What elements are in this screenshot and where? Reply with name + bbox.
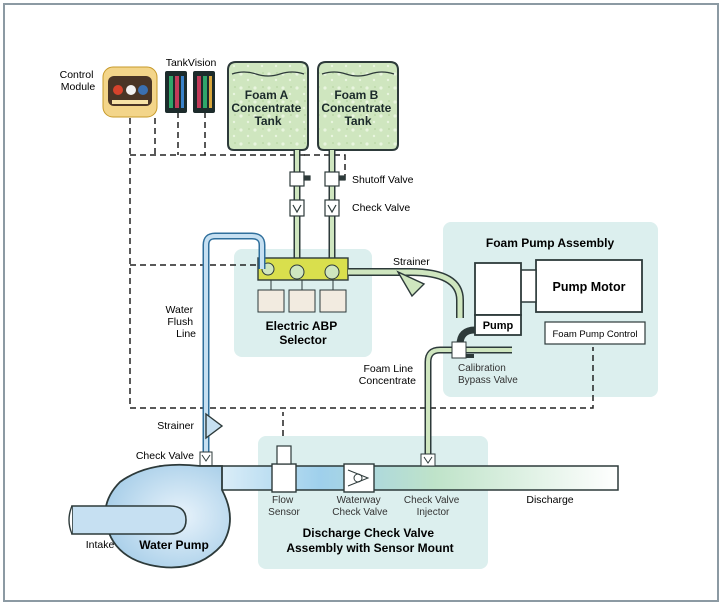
discharge-assembly-label: Discharge Check Valve Assembly with Sens… (286, 526, 453, 555)
calibration-bypass-valve (451, 341, 474, 359)
intake-label: Intake (86, 539, 115, 551)
strainer-right (396, 270, 426, 298)
foam-pump (474, 262, 522, 336)
calibration-bypass-valve-label: Calibration Bypass Valve (458, 363, 518, 386)
shutoff-valve (289, 171, 346, 187)
foam-line-concentrate-label: Foam Line Concentrate (359, 363, 416, 387)
control-module (102, 66, 158, 118)
water-flush-line (202, 232, 266, 455)
foam-pump-control-label: Foam Pump Control (552, 329, 637, 340)
flow-sensor-label: Flow Sensor (268, 495, 300, 518)
shutoff-valve-label: Shutoff Valve (352, 174, 414, 186)
pump-motor (519, 259, 643, 313)
check-valve-injector (420, 453, 436, 467)
foam-line-to-pump (348, 268, 464, 318)
foam-pump-control (544, 321, 646, 345)
water-pump (68, 463, 231, 569)
control-wiring (129, 112, 594, 436)
discharge-pipe (159, 465, 619, 491)
foam-b-tank (317, 61, 399, 151)
foam-pump-assembly-title: Foam Pump Assembly (486, 236, 615, 250)
water-flush-line-label: Water Flush Line (165, 304, 196, 340)
waterway-check-valve (343, 463, 375, 493)
foam-b-tank-label: Foam B Concentrate Tank (321, 88, 394, 128)
flow-sensor (271, 445, 297, 493)
foam-a-tank-label: Foam A Concentrate Tank (231, 88, 304, 128)
discharge-label: Discharge (526, 494, 573, 506)
foam-a-tank (227, 61, 309, 151)
tankvision-label: TankVision (166, 57, 217, 69)
check-valve-top-label: Check Valve (352, 202, 410, 214)
strainer-left (205, 412, 224, 440)
pump-label: Pump (483, 320, 514, 332)
pump-motor-label: Pump Motor (553, 280, 626, 294)
abp-selector-manifold (257, 257, 349, 313)
electric-abp-selector-label: Electric ABP Selector (266, 319, 341, 347)
strainer-right-label: Strainer (393, 256, 430, 268)
control-module-label: Control Module (60, 69, 97, 93)
check-valve-injector-label: Check Valve Injector (404, 495, 462, 518)
water-pump-label: Water Pump (139, 538, 209, 552)
check-valve-top (289, 199, 340, 217)
check-valve-left (199, 451, 213, 467)
waterway-check-valve-label: Waterway Check Valve (332, 495, 388, 518)
strainer-left-label: Strainer (157, 420, 194, 432)
tankvision-displays (165, 71, 215, 113)
check-valve-left-label: Check Valve (136, 450, 194, 462)
